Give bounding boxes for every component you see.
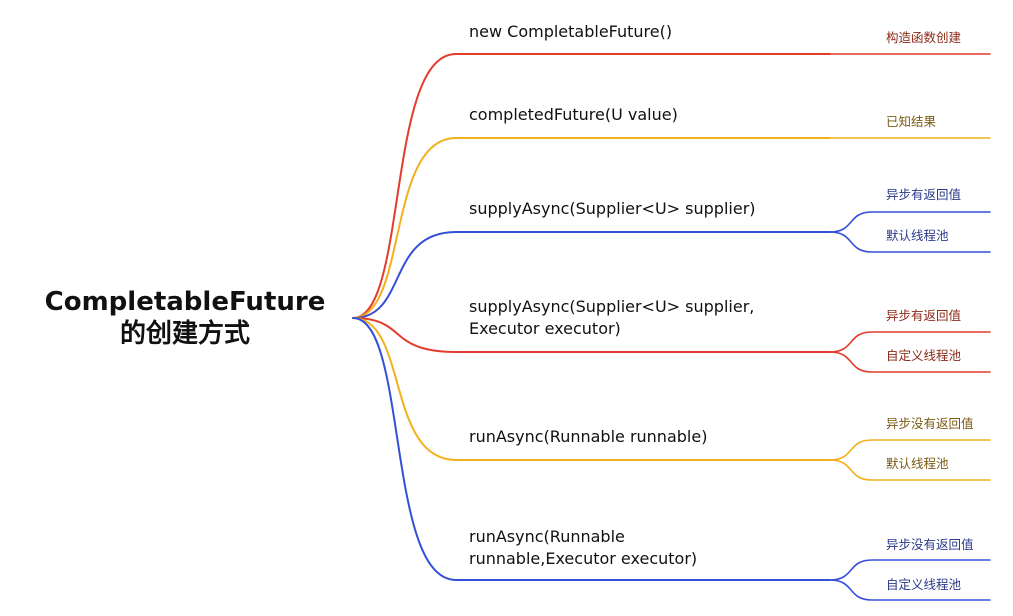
branch-node[interactable]: new CompletableFuture()	[469, 21, 672, 43]
leaf-node[interactable]: 自定义线程池	[886, 348, 962, 363]
leaf-node[interactable]: 异步有返回值	[886, 187, 962, 202]
leaf-connector	[829, 579, 991, 601]
leaf-connector	[829, 231, 991, 253]
leaf-node[interactable]: 自定义线程池	[886, 577, 962, 592]
branch-node[interactable]: completedFuture(U value)	[469, 104, 678, 126]
branch-label-line1: new CompletableFuture()	[469, 22, 673, 41]
leaf-connector	[829, 211, 991, 233]
branch-connector	[352, 137, 457, 319]
branch-node[interactable]: runAsync(Runnable runnable)	[469, 426, 707, 448]
branch-label-line2: Executor executor)	[469, 319, 621, 338]
root-title-line2: 的创建方式	[119, 319, 250, 349]
leaf-connector	[829, 331, 991, 353]
branch-connector	[352, 317, 457, 461]
leaf-node[interactable]: 默认线程池	[886, 456, 949, 471]
branch-connector	[352, 53, 457, 319]
leaf-connector	[829, 439, 991, 461]
leaf-connector	[829, 459, 991, 481]
leaf-node[interactable]: 构造函数创建	[886, 30, 962, 45]
branch-label-line1: runAsync(Runnable runnable)	[469, 427, 708, 446]
root-title-line1: CompletableFuture	[44, 287, 326, 317]
branch-node[interactable]: supplyAsync(Supplier<U> supplier, Execut…	[469, 296, 754, 340]
leaf-node[interactable]: 异步没有返回值	[886, 416, 974, 431]
branch-label-line1: supplyAsync(Supplier<U> supplier)	[469, 199, 756, 218]
leaf-connector	[829, 351, 991, 373]
leaf-node[interactable]: 异步有返回值	[886, 308, 962, 323]
branch-label-line1: completedFuture(U value)	[469, 105, 678, 124]
branch-connector	[352, 317, 457, 353]
branch-connector	[352, 231, 457, 319]
branch-label-line1: supplyAsync(Supplier<U> supplier,	[469, 297, 755, 316]
leaf-connector	[829, 559, 991, 581]
branch-node[interactable]: supplyAsync(Supplier<U> supplier)	[469, 198, 756, 220]
leaf-node[interactable]: 已知结果	[886, 114, 937, 129]
branch-connector	[352, 317, 457, 581]
branch-label-line2: runnable,Executor executor)	[469, 549, 698, 568]
leaf-node[interactable]: 默认线程池	[886, 228, 949, 243]
root-node[interactable]: CompletableFuture 的创建方式	[40, 286, 330, 350]
branch-label-line1: runAsync(Runnable	[469, 527, 625, 546]
branch-node[interactable]: runAsync(Runnable runnable,Executor exec…	[469, 526, 697, 570]
leaf-node[interactable]: 异步没有返回值	[886, 537, 974, 552]
